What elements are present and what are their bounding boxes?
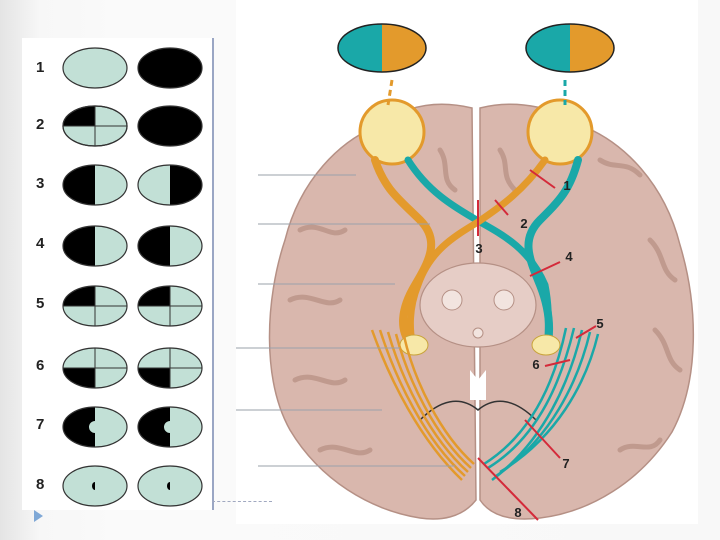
right-eye-field xyxy=(138,48,202,88)
field-row-5 xyxy=(63,286,202,326)
left-eye-visual-field xyxy=(338,24,426,72)
right-eye-field xyxy=(138,106,202,146)
field-row-8 xyxy=(63,466,202,506)
aqueduct xyxy=(473,328,483,338)
visual-fields-svg xyxy=(22,38,214,510)
left-eye-defect xyxy=(63,165,95,205)
field-row-3 xyxy=(63,165,202,205)
dotted-separator xyxy=(212,501,272,503)
field-row-2 xyxy=(63,106,202,146)
lesion-label: 2 xyxy=(516,216,532,232)
slide-bullet-icon xyxy=(34,510,43,522)
brain-illustration xyxy=(236,0,698,524)
left-eye-field xyxy=(63,48,127,88)
right-eye-defect xyxy=(138,226,170,266)
field-row-1 xyxy=(63,48,202,88)
visual-pathway-diagram: 1 2 3 4 5 6 7 8 xyxy=(236,0,698,524)
midbrain-nucleus xyxy=(494,290,514,310)
right-eye-defect xyxy=(170,165,202,205)
field-row-4 xyxy=(63,226,202,266)
field-row-6 xyxy=(63,348,202,388)
right-lgn xyxy=(532,335,560,355)
lesion-label: 7 xyxy=(558,456,574,472)
lesion-label: 1 xyxy=(559,178,575,194)
lesion-label: 8 xyxy=(510,505,526,521)
lesion-label: 5 xyxy=(592,316,608,332)
field-row-7 xyxy=(63,407,202,447)
lesion-label: 3 xyxy=(471,241,487,257)
visual-field-defects-panel: 1 2 3 4 5 6 7 8 xyxy=(22,38,214,510)
lesion-label: 4 xyxy=(561,249,577,265)
left-eye-defect xyxy=(63,226,95,266)
right-eye-visual-field xyxy=(526,24,614,72)
right-eyeball xyxy=(528,100,592,164)
occipital-notch xyxy=(470,370,486,400)
lesion-label: 6 xyxy=(528,357,544,373)
midbrain-nucleus xyxy=(442,290,462,310)
left-eyeball xyxy=(360,100,424,164)
